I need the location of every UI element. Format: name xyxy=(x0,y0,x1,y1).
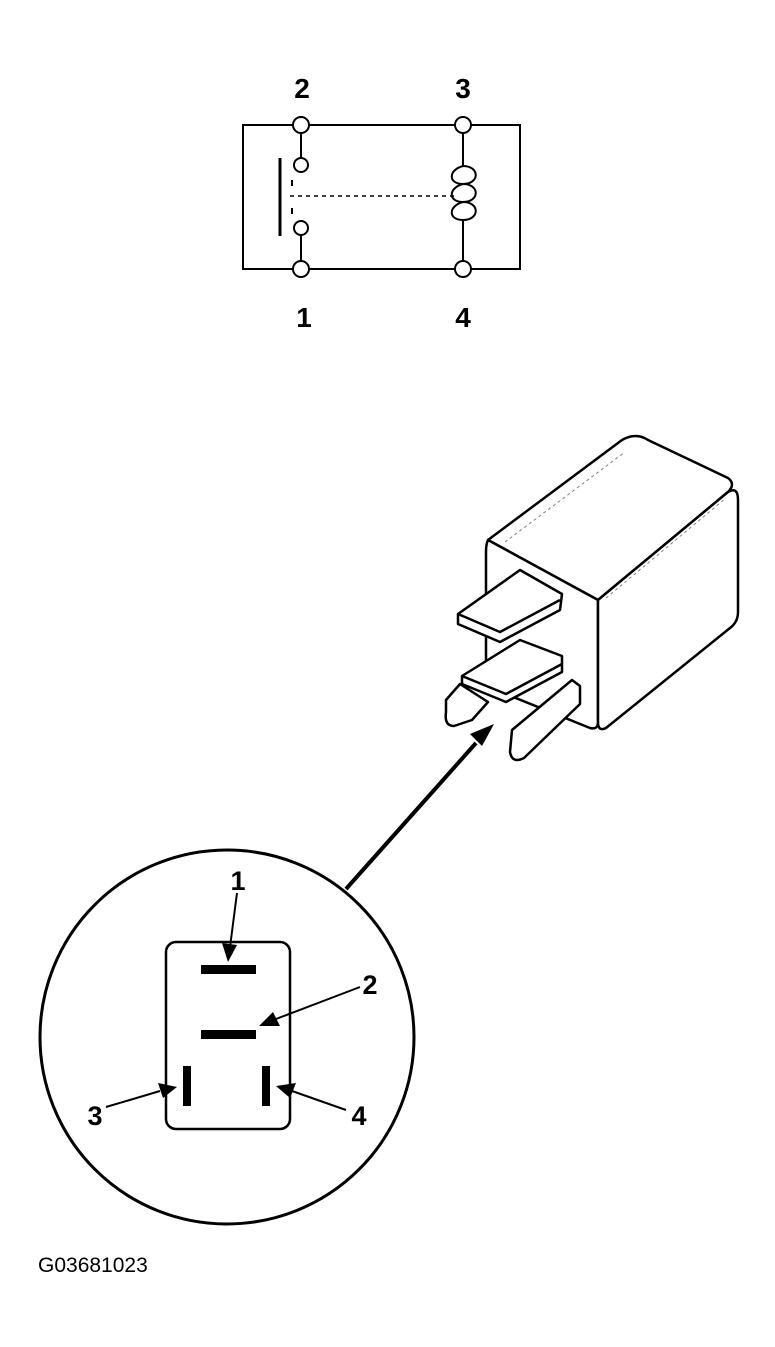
detail-label-4: 4 xyxy=(351,1101,366,1131)
relay-pin-middle-edge xyxy=(461,662,563,696)
schematic-frame xyxy=(242,124,521,270)
connector-face xyxy=(164,940,292,1131)
relay-pins xyxy=(444,568,582,762)
schematic-label-1: 1 xyxy=(296,302,312,333)
callout-arrow-2 xyxy=(259,1012,280,1026)
connector-pin-3 xyxy=(183,1066,191,1106)
terminal-2-node xyxy=(292,116,310,134)
leader-arrow-shaft xyxy=(344,741,478,891)
terminal-4-node xyxy=(454,260,472,278)
connector-pin-4 xyxy=(262,1066,270,1106)
connector-detail xyxy=(38,848,416,1226)
schematic-label-4: 4 xyxy=(455,302,471,333)
relay-top-edge-detail xyxy=(504,451,727,599)
callout-arrow-4 xyxy=(276,1083,296,1098)
switch-contact-bottom xyxy=(293,220,309,236)
schematic-label-2: 2 xyxy=(294,73,310,104)
detail-label-3: 3 xyxy=(87,1101,102,1131)
callout-line-4 xyxy=(291,1090,347,1111)
connector-pin-2 xyxy=(201,1030,256,1039)
callout-line-3 xyxy=(105,1090,161,1108)
schematic-label-3: 3 xyxy=(455,73,471,104)
connector-pin-1 xyxy=(201,965,256,974)
callout-arrow-1 xyxy=(222,943,237,962)
leader-arrow xyxy=(344,724,494,891)
callout-line-1 xyxy=(229,892,238,948)
callout-arrow-3 xyxy=(158,1083,177,1098)
callout-line-2 xyxy=(275,986,361,1020)
relay-right-face xyxy=(596,489,740,731)
detail-label-2: 2 xyxy=(362,970,377,1000)
leader-arrow-head xyxy=(470,724,494,746)
coil-winding xyxy=(450,165,477,222)
relay-pin-right xyxy=(508,678,582,762)
detail-circle xyxy=(38,848,416,1226)
relay-pin-left xyxy=(444,682,490,728)
terminal-1-node xyxy=(292,260,310,278)
figure-code: G03681023 xyxy=(38,1254,148,1277)
detail-label-1: 1 xyxy=(230,866,245,896)
terminal-3-node xyxy=(454,116,472,134)
relay-schematic xyxy=(242,116,521,278)
switch-contact-top xyxy=(293,157,309,173)
relay-pin-upper-edge xyxy=(457,598,561,634)
